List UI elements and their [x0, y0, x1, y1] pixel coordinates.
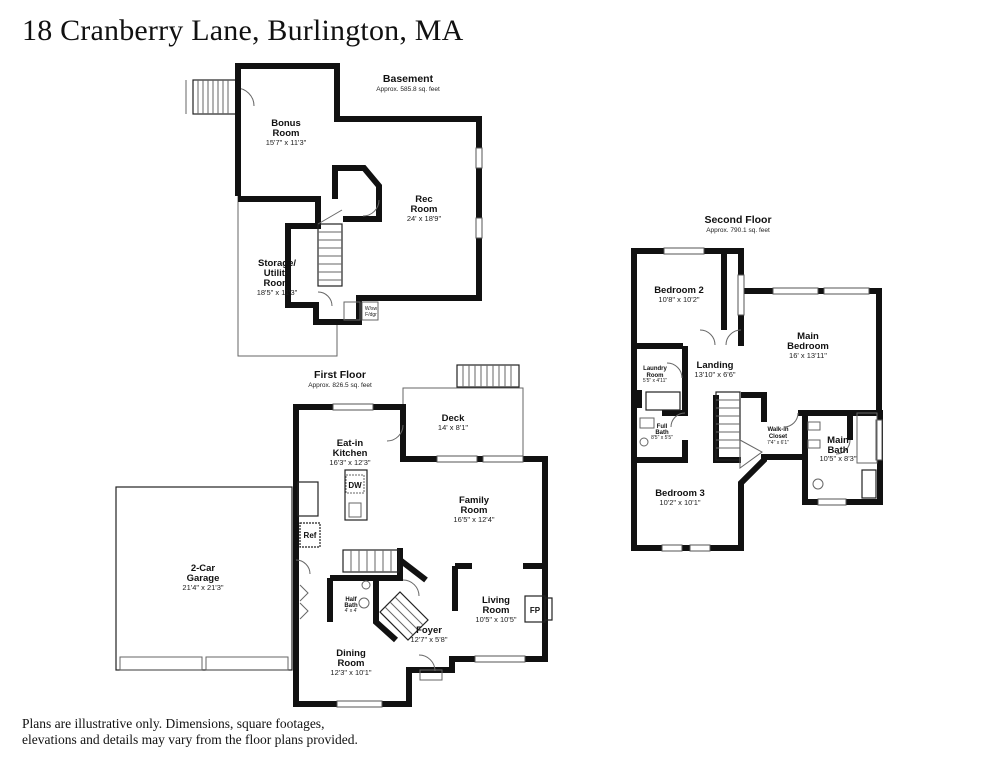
- second-floor-plan: Second Floor Approx. 790.1 sq. feet: [631, 214, 883, 552]
- family-room-dims: 16'5" x 12'4": [453, 515, 494, 524]
- first-floor-plan: First Floor Approx. 826.5 sq. feet: [115, 364, 553, 708]
- kitchen-name-1: Eat-in: [337, 438, 364, 449]
- garage-name-1: 2-Car: [191, 563, 216, 574]
- dw-label: DW: [348, 481, 362, 490]
- half-bath-name-2: Bath: [344, 603, 358, 609]
- laundry-dims: 5'5" x 4'11": [643, 378, 667, 384]
- kitchen-name-2: Kitchen: [333, 448, 368, 459]
- main-bedroom-name-1: Main: [797, 331, 819, 342]
- second-floor-name: Second Floor: [704, 214, 771, 226]
- storage-room-name-3: Room: [264, 278, 291, 289]
- basement-floor-name: Basement: [383, 73, 434, 85]
- family-room-name-2: Room: [461, 505, 488, 516]
- garage-name-2: Garage: [187, 573, 220, 584]
- washer-label-2: F/dgr: [365, 312, 377, 318]
- bonus-room-dims: 15'7" x 11'3": [266, 138, 307, 147]
- second-floor-stairs: [715, 391, 763, 469]
- unfinished-outline: [237, 196, 338, 357]
- living-room-dims: 10'5" x 10'5": [475, 615, 516, 624]
- dining-room-dims: 12'3" x 10'1": [330, 668, 371, 677]
- storage-room-dims: 18'5" x 11'3": [257, 288, 298, 297]
- first-floor-stairs: [342, 549, 429, 641]
- half-bath-name-1: Half: [345, 597, 357, 603]
- bonus-room-name-1: Bonus: [271, 118, 301, 129]
- dining-room-name-1: Dining: [336, 648, 366, 659]
- laundry-name-2: Room: [647, 373, 664, 379]
- walk-in-closet-dims: 7'4" x 6'1": [767, 440, 789, 446]
- bonus-room-name-2: Room: [273, 128, 300, 139]
- basement-walls: [235, 63, 482, 325]
- main-bath-dims: 10'5" x 8'3": [820, 454, 857, 463]
- disclaimer-line-1: Plans are illustrative only. Dimensions,…: [22, 716, 325, 731]
- rec-room-name-1: Rec: [415, 194, 432, 205]
- basement-floor-area: Approx. 585.8 sq. feet: [376, 86, 440, 93]
- disclaimer-line-2: elevations and details may vary from the…: [22, 732, 358, 747]
- dining-room-name-2: Room: [338, 658, 365, 669]
- main-bedroom-dims: 16' x 13'11": [789, 351, 827, 360]
- living-room-name-2: Room: [483, 605, 510, 616]
- main-bath-name-1: Main: [827, 435, 849, 446]
- laundry-name-1: Laundry: [643, 366, 667, 372]
- bulkhead-stairs: [185, 79, 255, 115]
- garage-dims: 21'4" x 21'3": [182, 583, 223, 592]
- page-title: 18 Cranberry Lane, Burlington, MA: [22, 14, 464, 47]
- bedroom2-dims: 10'8" x 10'2": [658, 295, 699, 304]
- deck-outline: [402, 364, 524, 459]
- foyer-name: Foyer: [416, 625, 442, 636]
- storage-room-name-2: Utility: [264, 268, 291, 279]
- disclaimer-text: Plans are illustrative only. Dimensions,…: [22, 716, 402, 748]
- rec-room-dims: 24' x 18'9": [407, 214, 442, 223]
- full-bath-name-2: Bath: [655, 430, 669, 436]
- family-room-name-1: Family: [459, 495, 490, 506]
- first-floor-area: Approx. 826.5 sq. feet: [308, 382, 372, 389]
- kitchen-dims: 16'3" x 12'3": [329, 458, 370, 467]
- full-bath-dims: 8'5" x 5'5": [651, 435, 673, 441]
- bedroom3-name: Bedroom 3: [655, 488, 705, 499]
- storage-room-name-1: Storage/: [258, 258, 296, 269]
- deck-name: Deck: [442, 413, 465, 424]
- main-bath-name-2: Bath: [827, 445, 848, 456]
- basement-plan: W/sw F/dgr Basement Approx. 585.8 sq. fe…: [185, 63, 483, 357]
- living-room-name-1: Living: [482, 595, 510, 606]
- half-bath-dims: 4' x 4': [345, 608, 358, 614]
- second-floor-area: Approx. 790.1 sq. feet: [706, 227, 770, 234]
- main-bedroom-name-2: Bedroom: [787, 341, 829, 352]
- basement-stairs: [317, 209, 343, 287]
- bedroom2-name: Bedroom 2: [654, 285, 704, 296]
- foyer-dims: 12'7" x 5'8": [411, 635, 448, 644]
- rec-room-name-2: Room: [411, 204, 438, 215]
- walk-in-closet-name-1: Walk-in: [767, 427, 788, 433]
- ref-label: Ref: [304, 531, 317, 540]
- garage-outline: [115, 486, 293, 671]
- bedroom3-dims: 10'2" x 10'1": [659, 498, 700, 507]
- landing-name: Landing: [697, 360, 734, 371]
- walk-in-closet-name-2: Closet: [769, 434, 787, 440]
- deck-dims: 14' x 8'1": [438, 423, 468, 432]
- first-floor-name: First Floor: [314, 369, 366, 381]
- fireplace-label: FP: [530, 606, 541, 615]
- full-bath-name-1: Full: [657, 424, 668, 430]
- landing-dims: 13'10" x 6'6": [694, 370, 735, 379]
- washer-label-1: W/sw: [365, 306, 378, 312]
